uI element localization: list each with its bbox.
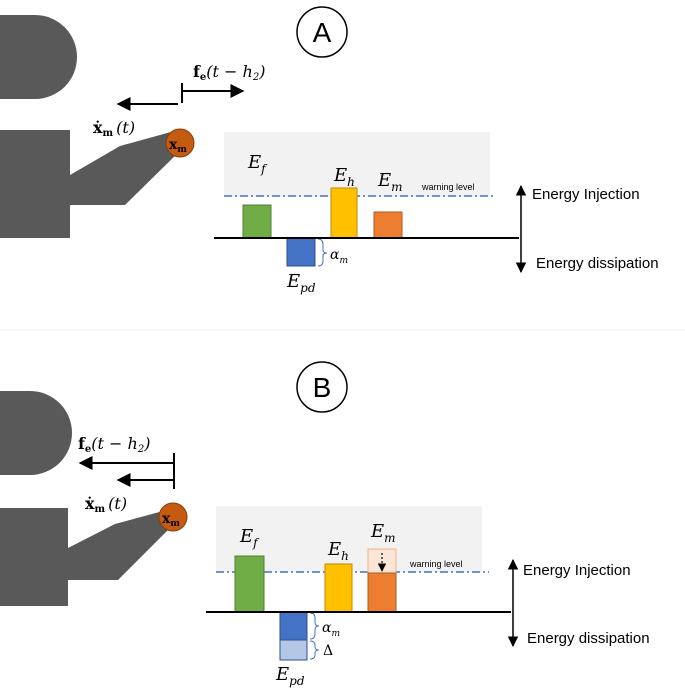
bar-ef-b xyxy=(234,555,265,613)
bar-eh-a xyxy=(330,187,358,239)
delta-brace-b xyxy=(309,640,320,660)
label-epd-a: Epd xyxy=(286,271,316,295)
force-label-b: fe(t − h2) xyxy=(78,434,150,455)
panel-a: A xm fe(t − h2) ẋm(t) warning level Ef E… xyxy=(0,6,659,295)
alpha-brace-a xyxy=(317,238,328,267)
panel-a-label: A xyxy=(313,17,332,48)
injection-label-b: Energy Injection xyxy=(523,562,631,579)
bar-ef-a xyxy=(242,204,272,239)
panel-b-label-circle xyxy=(296,361,348,413)
ball-label-b: xm xyxy=(162,511,180,529)
warning-label-b: warning level xyxy=(409,559,463,569)
panel-a-label-circle xyxy=(296,6,348,58)
injection-label-a: Energy Injection xyxy=(532,186,640,203)
bar-em-a xyxy=(373,211,403,239)
dissipation-label-b: Energy dissipation xyxy=(527,630,650,647)
end-effector-ball-a xyxy=(165,128,195,158)
label-epd-b: Epd xyxy=(275,664,305,688)
panel-b-label: B xyxy=(313,372,332,403)
bar-delta-b xyxy=(279,639,308,661)
head-b xyxy=(0,391,72,475)
dissipation-label-a: Energy dissipation xyxy=(536,255,659,272)
body-arm-a xyxy=(0,130,183,238)
label-em-b: Em xyxy=(370,521,396,545)
person-figure-b xyxy=(0,391,168,606)
bar-eh-b xyxy=(324,563,353,613)
label-ef-b: Ef xyxy=(239,526,260,550)
label-alpha-b: αm xyxy=(322,620,340,639)
label-em-a: Em xyxy=(377,170,403,194)
label-ef-a: Ef xyxy=(247,152,268,176)
body-arm-b xyxy=(0,508,168,606)
bar-em-b xyxy=(367,572,397,613)
bar-epd-a xyxy=(286,237,316,267)
panel-b: B xm fe(t − h2) ẋm(t) warning level Ef E… xyxy=(0,361,650,688)
label-eh-a: Eh xyxy=(333,165,355,189)
force-label-a: fe(t − h2) xyxy=(193,62,265,83)
warning-label-a: warning level xyxy=(421,182,475,192)
velocity-label-a: ẋm(t) xyxy=(93,118,135,139)
head-a xyxy=(0,15,77,99)
label-delta-b: Δ xyxy=(323,643,333,659)
person-figure-a xyxy=(0,15,183,238)
label-eh-b: Eh xyxy=(327,539,349,563)
velocity-label-b: ẋm(t) xyxy=(85,494,127,515)
alpha-brace-b xyxy=(309,612,320,640)
warning-zone-a xyxy=(224,132,490,197)
label-alpha-a: αm xyxy=(330,247,348,266)
end-effector-ball-b xyxy=(158,502,188,532)
ball-label-a: xm xyxy=(169,137,187,155)
bar-epd-b xyxy=(279,611,308,641)
